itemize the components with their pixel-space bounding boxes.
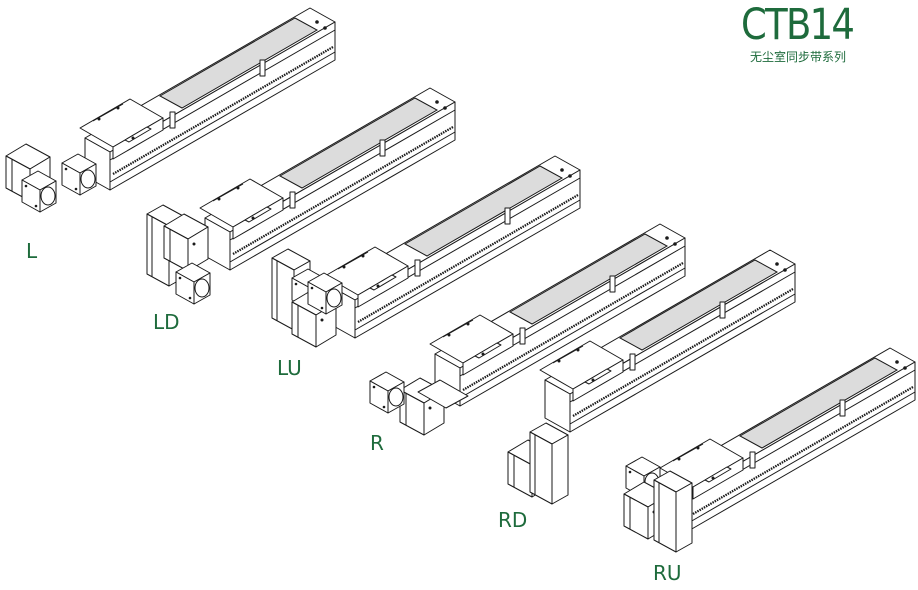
module-variant-RU bbox=[623, 346, 917, 553]
variant-label-L: L bbox=[26, 239, 38, 263]
variant-label-R: R bbox=[370, 431, 384, 455]
variant-label-LU: LU bbox=[277, 356, 302, 380]
product-title: CTB14 bbox=[741, 0, 855, 50]
module-variant-R bbox=[369, 222, 687, 436]
variant-label-RD: RD bbox=[498, 508, 528, 532]
variant-label-RU: RU bbox=[653, 561, 682, 585]
product-series-subtitle: 无尘室同步带系列 bbox=[750, 50, 847, 64]
variant-label-LD: LD bbox=[153, 310, 180, 334]
